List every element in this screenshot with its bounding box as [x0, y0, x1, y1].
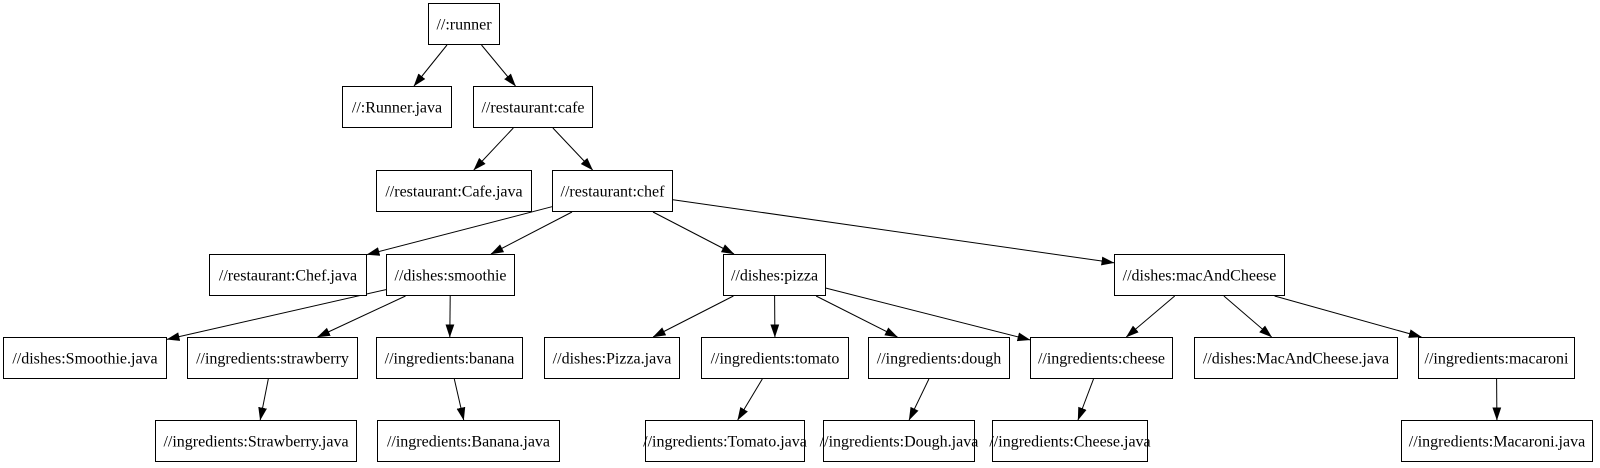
node-box-macaroni-java — [1401, 420, 1593, 462]
node-box-banana — [376, 337, 523, 379]
node-box-chef-java — [209, 254, 367, 296]
node-label-smoothie: //dishes:smoothie — [395, 268, 507, 285]
node-cafe: //restaurant:cafe — [473, 86, 593, 128]
node-pizza-java: //dishes:Pizza.java — [544, 337, 680, 379]
node-box-smoothie — [386, 254, 515, 296]
node-strawberry: //ingredients:strawberry — [187, 337, 358, 379]
node-label-banana: //ingredients:banana — [385, 351, 515, 368]
node-label-strawberry: //ingredients:strawberry — [196, 351, 349, 368]
node-smoothie-java: //dishes:Smoothie.java — [3, 337, 167, 379]
node-label-smoothie-java: //dishes:Smoothie.java — [12, 351, 157, 368]
node-label-dough-java: //ingredients:Dough.java — [820, 434, 979, 451]
node-smoothie: //dishes:smoothie — [386, 254, 515, 296]
node-box-mac-and-cheese-java — [1194, 337, 1398, 379]
node-banana: //ingredients:banana — [376, 337, 523, 379]
node-box-cheese-java — [992, 420, 1148, 462]
edge-cheese-to-cheese-java — [1077, 378, 1094, 421]
node-box-chef — [552, 170, 673, 212]
edge-banana-to-banana-java — [453, 378, 466, 421]
node-tomato-java: //ingredients:Tomato.java — [643, 420, 807, 462]
edge-smoothie-to-strawberry — [317, 295, 406, 338]
node-mac-and-cheese-java: //dishes:MacAndCheese.java — [1194, 337, 1398, 379]
edge-tomato-to-tomato-java — [737, 378, 763, 421]
node-label-mac-and-cheese-java: //dishes:MacAndCheese.java — [1203, 351, 1389, 368]
node-box-pizza-java — [544, 337, 680, 379]
node-cafe-java: //restaurant:Cafe.java — [376, 170, 532, 212]
node-banana-java: //ingredients:Banana.java — [377, 420, 560, 462]
edge-dough-to-dough-java — [908, 378, 930, 421]
node-label-pizza-java: //dishes:Pizza.java — [553, 351, 672, 368]
node-box-strawberry — [187, 337, 358, 379]
node-label-pizza: //dishes:pizza — [731, 268, 818, 285]
edge-chef-to-smoothie — [490, 211, 573, 255]
node-box-smoothie-java — [3, 337, 167, 379]
edge-mac-and-cheese-to-macaroni — [1274, 295, 1422, 338]
node-chef: //restaurant:chef — [552, 170, 673, 212]
edge-pizza-to-dough — [815, 295, 898, 338]
node-cheese: //ingredients:cheese — [1030, 337, 1173, 379]
node-chef-java: //restaurant:Chef.java — [209, 254, 367, 296]
node-box-cheese — [1030, 337, 1173, 379]
edge-mac-and-cheese-to-cheese — [1125, 295, 1176, 338]
edge-strawberry-to-strawberry-java — [258, 378, 269, 421]
edge-chef-to-chef-java — [366, 206, 553, 256]
edge-pizza-to-pizza-java — [652, 295, 734, 338]
node-box-strawberry-java — [155, 420, 357, 462]
node-label-cafe: //restaurant:cafe — [481, 100, 584, 117]
node-box-cafe — [473, 86, 593, 128]
node-label-cheese-java: //ingredients:Cheese.java — [989, 434, 1150, 451]
node-macaroni: //ingredients:macaroni — [1418, 337, 1575, 379]
node-pizza: //dishes:pizza — [723, 254, 826, 296]
node-cheese-java: //ingredients:Cheese.java — [989, 420, 1151, 462]
node-box-dough — [868, 337, 1010, 379]
node-box-cafe-java — [376, 170, 532, 212]
node-label-runner: //:runner — [436, 17, 492, 34]
node-label-macaroni-java: //ingredients:Macaroni.java — [1409, 434, 1585, 451]
edge-pizza-to-cheese — [825, 287, 1031, 342]
edge-cafe-to-cafe-java — [473, 127, 514, 171]
node-box-macaroni — [1418, 337, 1575, 379]
node-box-dough-java — [823, 420, 975, 462]
node-dough: //ingredients:dough — [868, 337, 1010, 379]
node-label-tomato-java: //ingredients:Tomato.java — [643, 434, 807, 451]
edges-layer — [166, 44, 1502, 421]
node-runner: //:runner — [428, 3, 500, 45]
node-label-runner-java: //:Runner.java — [352, 100, 442, 117]
node-box-runner-java — [342, 86, 452, 128]
node-strawberry-java: //ingredients:Strawberry.java — [155, 420, 357, 462]
edge-chef-to-mac-and-cheese — [672, 199, 1115, 266]
node-label-tomato: //ingredients:tomato — [711, 351, 840, 368]
node-label-mac-and-cheese: //dishes:macAndCheese — [1123, 268, 1277, 285]
nodes-layer: //:runner //:Runner.java //restaurant:cafe… — [3, 3, 1593, 462]
node-label-dough: //ingredients:dough — [877, 351, 1001, 368]
node-label-macaroni: //ingredients:macaroni — [1425, 351, 1570, 368]
node-label-cafe-java: //restaurant:Cafe.java — [385, 184, 522, 201]
node-box-runner — [428, 3, 500, 45]
node-box-banana-java — [377, 420, 560, 462]
edge-runner-to-runner-java — [413, 44, 448, 87]
node-label-chef-java: //restaurant:Chef.java — [219, 268, 357, 285]
node-label-chef: //restaurant:chef — [561, 184, 666, 201]
edge-chef-to-pizza — [652, 211, 735, 255]
edge-smoothie-to-smoothie-java — [166, 289, 387, 341]
node-macaroni-java: //ingredients:Macaroni.java — [1401, 420, 1593, 462]
node-box-pizza — [723, 254, 826, 296]
node-box-tomato — [701, 337, 849, 379]
node-tomato: //ingredients:tomato — [701, 337, 849, 379]
edge-mac-and-cheese-to-mac-and-cheese-java — [1223, 295, 1272, 338]
node-box-tomato-java — [645, 420, 805, 462]
node-box-mac-and-cheese — [1114, 254, 1285, 296]
node-label-cheese: //ingredients:cheese — [1038, 351, 1165, 368]
node-mac-and-cheese: //dishes:macAndCheese — [1114, 254, 1285, 296]
node-dough-java: //ingredients:Dough.java — [820, 420, 979, 462]
edge-cafe-to-chef — [552, 127, 593, 171]
node-label-strawberry-java: //ingredients:Strawberry.java — [163, 434, 348, 451]
edge-runner-to-cafe — [481, 44, 516, 87]
node-label-banana-java: //ingredients:Banana.java — [387, 434, 550, 451]
node-runner-java: //:Runner.java — [342, 86, 452, 128]
